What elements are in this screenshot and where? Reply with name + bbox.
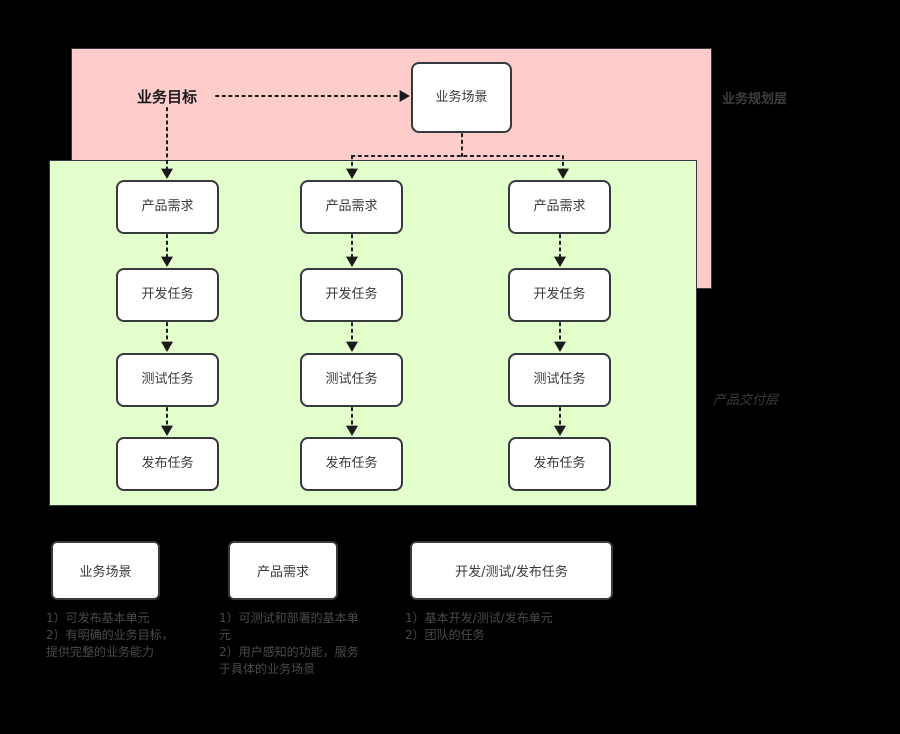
node-col2-release-task[interactable]: 发布任务 xyxy=(300,437,403,491)
node-col1-test-task[interactable]: 测试任务 xyxy=(116,353,219,407)
layer-label-product-delivery: 产品交付层 xyxy=(713,393,779,408)
node-col2-product-requirement[interactable]: 产品需求 xyxy=(300,180,403,234)
legend-node-product-requirement[interactable]: 产品需求 xyxy=(228,541,338,600)
node-col1-product-requirement[interactable]: 产品需求 xyxy=(116,180,219,234)
node-col1-release-task[interactable]: 发布任务 xyxy=(116,437,219,491)
node-col1-dev-task[interactable]: 开发任务 xyxy=(116,268,219,322)
node-col3-dev-task[interactable]: 开发任务 xyxy=(508,268,611,322)
legend-note-dev-test-release-task: 1）基本开发/测试/发布单元 2）团队的任务 xyxy=(405,611,553,643)
node-col3-test-task[interactable]: 测试任务 xyxy=(508,353,611,407)
legend-note-product-requirement: 1）可测试和部署的基本单元 2）用户感知的功能，服务于具体的业务场景 xyxy=(219,611,359,677)
legend-node-dev-test-release-task[interactable]: 开发/测试/发布任务 xyxy=(410,541,613,600)
legend-note-business-scenario: 1）可发布基本单元 2）有明确的业务目标，提供完整的业务能力 xyxy=(46,611,174,660)
node-business-scenario[interactable]: 业务场景 xyxy=(411,62,512,133)
node-col2-dev-task[interactable]: 开发任务 xyxy=(300,268,403,322)
node-col2-test-task[interactable]: 测试任务 xyxy=(300,353,403,407)
node-col3-product-requirement[interactable]: 产品需求 xyxy=(508,180,611,234)
business-goal-label: 业务目标 xyxy=(136,88,197,106)
node-col3-release-task[interactable]: 发布任务 xyxy=(508,437,611,491)
legend-node-business-scenario[interactable]: 业务场景 xyxy=(51,541,160,600)
layer-label-business-planning: 业务规划层 xyxy=(722,92,788,107)
